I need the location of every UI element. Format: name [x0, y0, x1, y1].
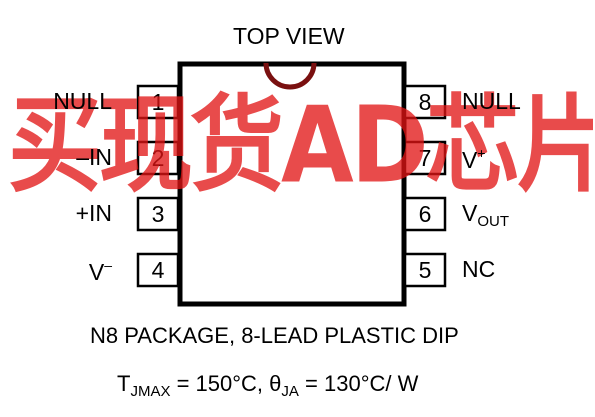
- watermark-text: 买现货AD芯片选择南皇电子: [8, 85, 593, 208]
- pin-1-box: [136, 84, 180, 120]
- pin-7-label: V+: [462, 145, 486, 173]
- pin-3-label: +IN: [75, 200, 112, 226]
- pin-boxes: 1 2 3 4 8 7 6 5: [136, 84, 447, 288]
- pin-1-number: 1: [152, 89, 165, 115]
- pin-5-label: NC: [462, 256, 496, 282]
- pin-7-label-superscript: +: [477, 145, 486, 161]
- pin-8-number: 8: [419, 89, 432, 115]
- package-caption: N8 PACKAGE, 8-LEAD PLASTIC DIP: [90, 323, 459, 348]
- pin-5-box: [403, 252, 447, 288]
- tj-subscript: JMAX: [130, 383, 171, 400]
- pin1-notch: [263, 62, 317, 90]
- pin-1-label: NULL: [53, 88, 112, 114]
- pin-8-label: NULL: [462, 88, 521, 114]
- pin-8-box: [403, 84, 447, 120]
- theta-subscript: JA: [281, 383, 299, 400]
- pin-6-label-subscript: OUT: [477, 213, 510, 230]
- pin-6-label: VOUT: [462, 200, 510, 230]
- pin-6-number: 6: [419, 201, 432, 227]
- pin-4-box: [136, 252, 180, 288]
- pin-2-box: [136, 140, 180, 176]
- theta-value: = 130°C/ W: [298, 371, 419, 396]
- pin-3-box: [136, 196, 180, 232]
- pin-2-label: –IN: [76, 144, 112, 170]
- pin-7-box: [403, 140, 447, 176]
- pin-2-number: 2: [152, 145, 165, 171]
- pin-5-number: 5: [419, 257, 432, 283]
- thermal-formula: TJMAX = 150°C, θJA = 130°C/ W: [117, 371, 419, 400]
- pin-4-number: 4: [152, 257, 165, 283]
- pin-6-box: [403, 196, 447, 232]
- top-view-title: TOP VIEW: [233, 23, 345, 49]
- tj-value: = 150°C,: [170, 371, 270, 396]
- package-body: [177, 61, 407, 307]
- pin-7-number: 7: [419, 145, 432, 171]
- theta-symbol: θ: [269, 371, 282, 396]
- pin-4-label: V–: [88, 257, 112, 285]
- tj-symbol: T: [117, 371, 131, 396]
- pin-4-label-superscript: –: [104, 257, 112, 273]
- pin-3-number: 3: [152, 201, 165, 227]
